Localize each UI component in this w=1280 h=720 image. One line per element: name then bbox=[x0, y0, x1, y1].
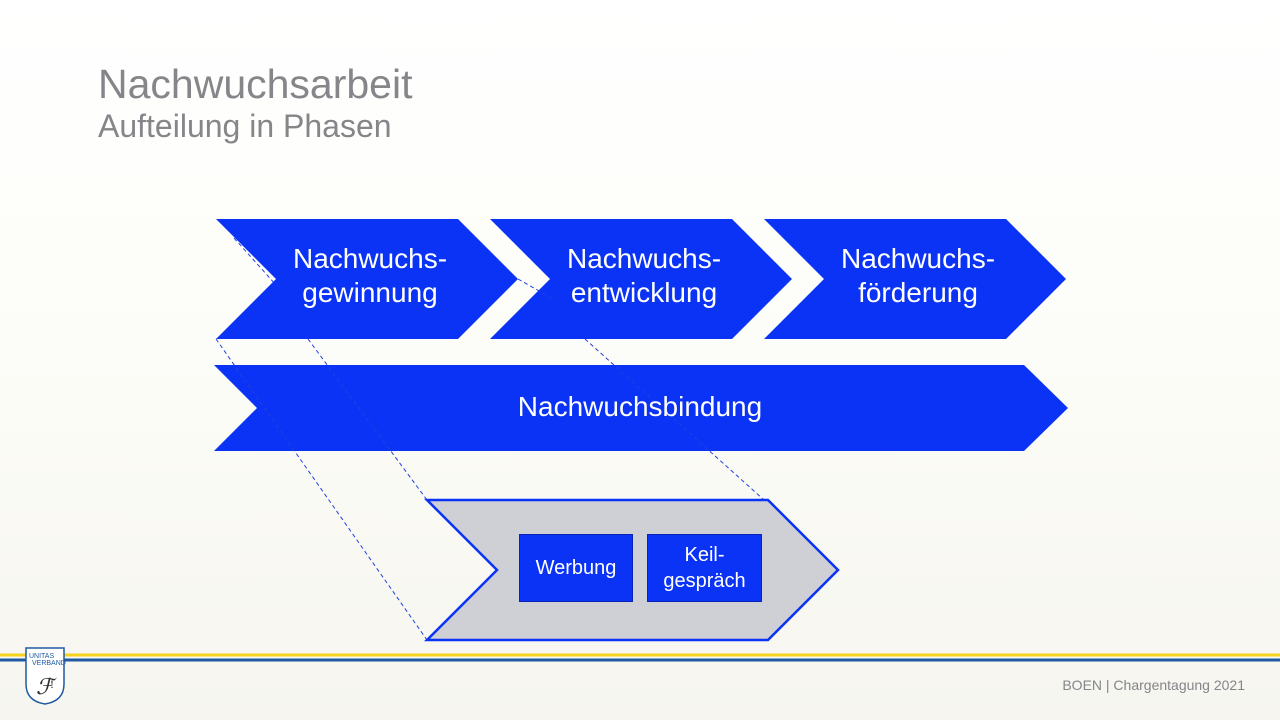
phase-label-line1: Nachwuchs- bbox=[840, 243, 996, 274]
phase-arrow-gewinnung bbox=[216, 219, 518, 339]
phase-label-line1: Nachwuchs- bbox=[292, 243, 448, 274]
phase-label-line1: Nachwuchs- bbox=[566, 243, 722, 274]
svg-text:VERBAND: VERBAND bbox=[32, 660, 66, 667]
phase-label-line2: gewinnung bbox=[302, 276, 438, 308]
phase-arrow-entwicklung bbox=[490, 219, 792, 339]
bindung-label: Nachwuchsbindung bbox=[517, 391, 763, 422]
connector-line-right bbox=[584, 338, 765, 501]
keilgespraech-line2: gespräch bbox=[663, 570, 746, 592]
phase-label-gewinnung: Nachwuchs- gewinnung bbox=[250, 242, 490, 309]
phase-label-entwicklung: Nachwuchs- entwicklung bbox=[524, 242, 764, 309]
werbung-box: Werbung bbox=[519, 534, 633, 602]
keilgespraech-label: Keil- gespräch bbox=[663, 542, 745, 594]
connector-line-mid bbox=[517, 278, 556, 301]
connector-line-outer bbox=[215, 338, 428, 641]
keilgespraech-line1: Keil- bbox=[684, 544, 725, 566]
slide-subtitle: Aufteilung in Phasen bbox=[98, 108, 392, 144]
connector-line-inner bbox=[307, 338, 428, 501]
connector-lines bbox=[215, 237, 765, 641]
footer-text: BOEN | Chargentagung 2021 bbox=[1062, 677, 1245, 693]
svg-text:UNITAS: UNITAS bbox=[29, 653, 54, 660]
unitas-logo: UNITAS VERBAND ℱ ! bbox=[25, 647, 66, 705]
logo-shield bbox=[25, 647, 65, 705]
phase-arrow-foerderung bbox=[764, 219, 1066, 339]
connector-line-upper bbox=[233, 237, 277, 286]
phase-label-line2: förderung bbox=[858, 276, 978, 308]
phase-label-foerderung: Nachwuchs- förderung bbox=[798, 242, 1038, 309]
werbung-label: Werbung bbox=[535, 557, 617, 579]
phase-label-line2: entwicklung bbox=[570, 276, 718, 308]
bindung-arrow bbox=[214, 365, 1068, 451]
svg-text:!: ! bbox=[50, 677, 54, 691]
slide-title: Nachwuchsarbeit bbox=[98, 61, 413, 107]
svg-text:ℱ: ℱ bbox=[36, 674, 57, 699]
keilgespraech-box: Keil- gespräch bbox=[647, 534, 762, 602]
